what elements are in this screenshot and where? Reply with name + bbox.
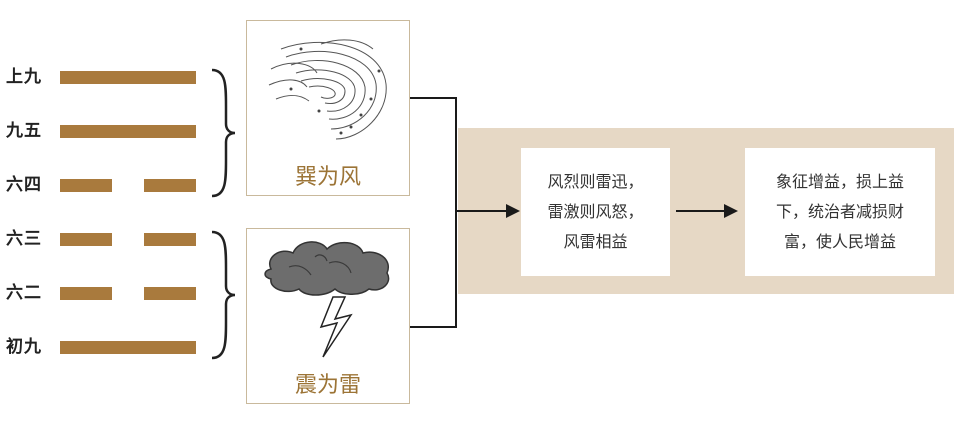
yin-line-left (60, 179, 112, 192)
lower-brace-icon (211, 230, 236, 360)
connector-vertical (455, 97, 457, 328)
yin-line-right (144, 233, 196, 246)
explanation-text: 风烈则雷迅， 雷激则风怒， 风雷相益 (547, 172, 644, 251)
yin-line-left (60, 233, 112, 246)
lower-trigram-caption: 震为雷 (294, 373, 361, 398)
connector-to-box2 (676, 210, 728, 212)
line-label-liuer: 六二 (6, 283, 42, 303)
yang-line (60, 71, 196, 84)
connector-to-box1 (456, 210, 512, 212)
yin-line-right (144, 287, 196, 300)
upper-trigram-caption: 巽为风 (294, 165, 361, 190)
arrowhead-icon (506, 204, 520, 218)
yin-line-left (60, 287, 112, 300)
explanation-box: 风烈则雷迅， 雷激则风怒， 风雷相益 (521, 148, 670, 276)
yang-line (60, 125, 196, 138)
line-label-jiuwu: 九五 (6, 121, 42, 141)
line-label-liusi: 六四 (6, 175, 42, 195)
thunder-cloud-icon (264, 241, 390, 358)
connector-upper (410, 97, 456, 99)
line-label-chujiu: 初九 (6, 337, 42, 357)
yin-line-right (144, 179, 196, 192)
meaning-box: 象征增益，损上益 下，统治者减损财 富，使人民增益 (745, 148, 935, 276)
upper-brace-icon (211, 68, 236, 198)
wind-swirl-icon (268, 39, 387, 140)
line-label-shangjiu: 上九 (6, 67, 42, 87)
line-label-liusan: 六三 (6, 229, 42, 249)
lower-trigram-panel: 震为雷 (246, 228, 410, 404)
yang-line (60, 341, 196, 354)
upper-trigram-panel: 巽为风 (246, 20, 410, 196)
arrowhead-icon (724, 204, 738, 218)
connector-lower (410, 326, 456, 328)
meaning-text: 象征增益，损上益 下，统治者减损财 富，使人民增益 (775, 172, 904, 251)
